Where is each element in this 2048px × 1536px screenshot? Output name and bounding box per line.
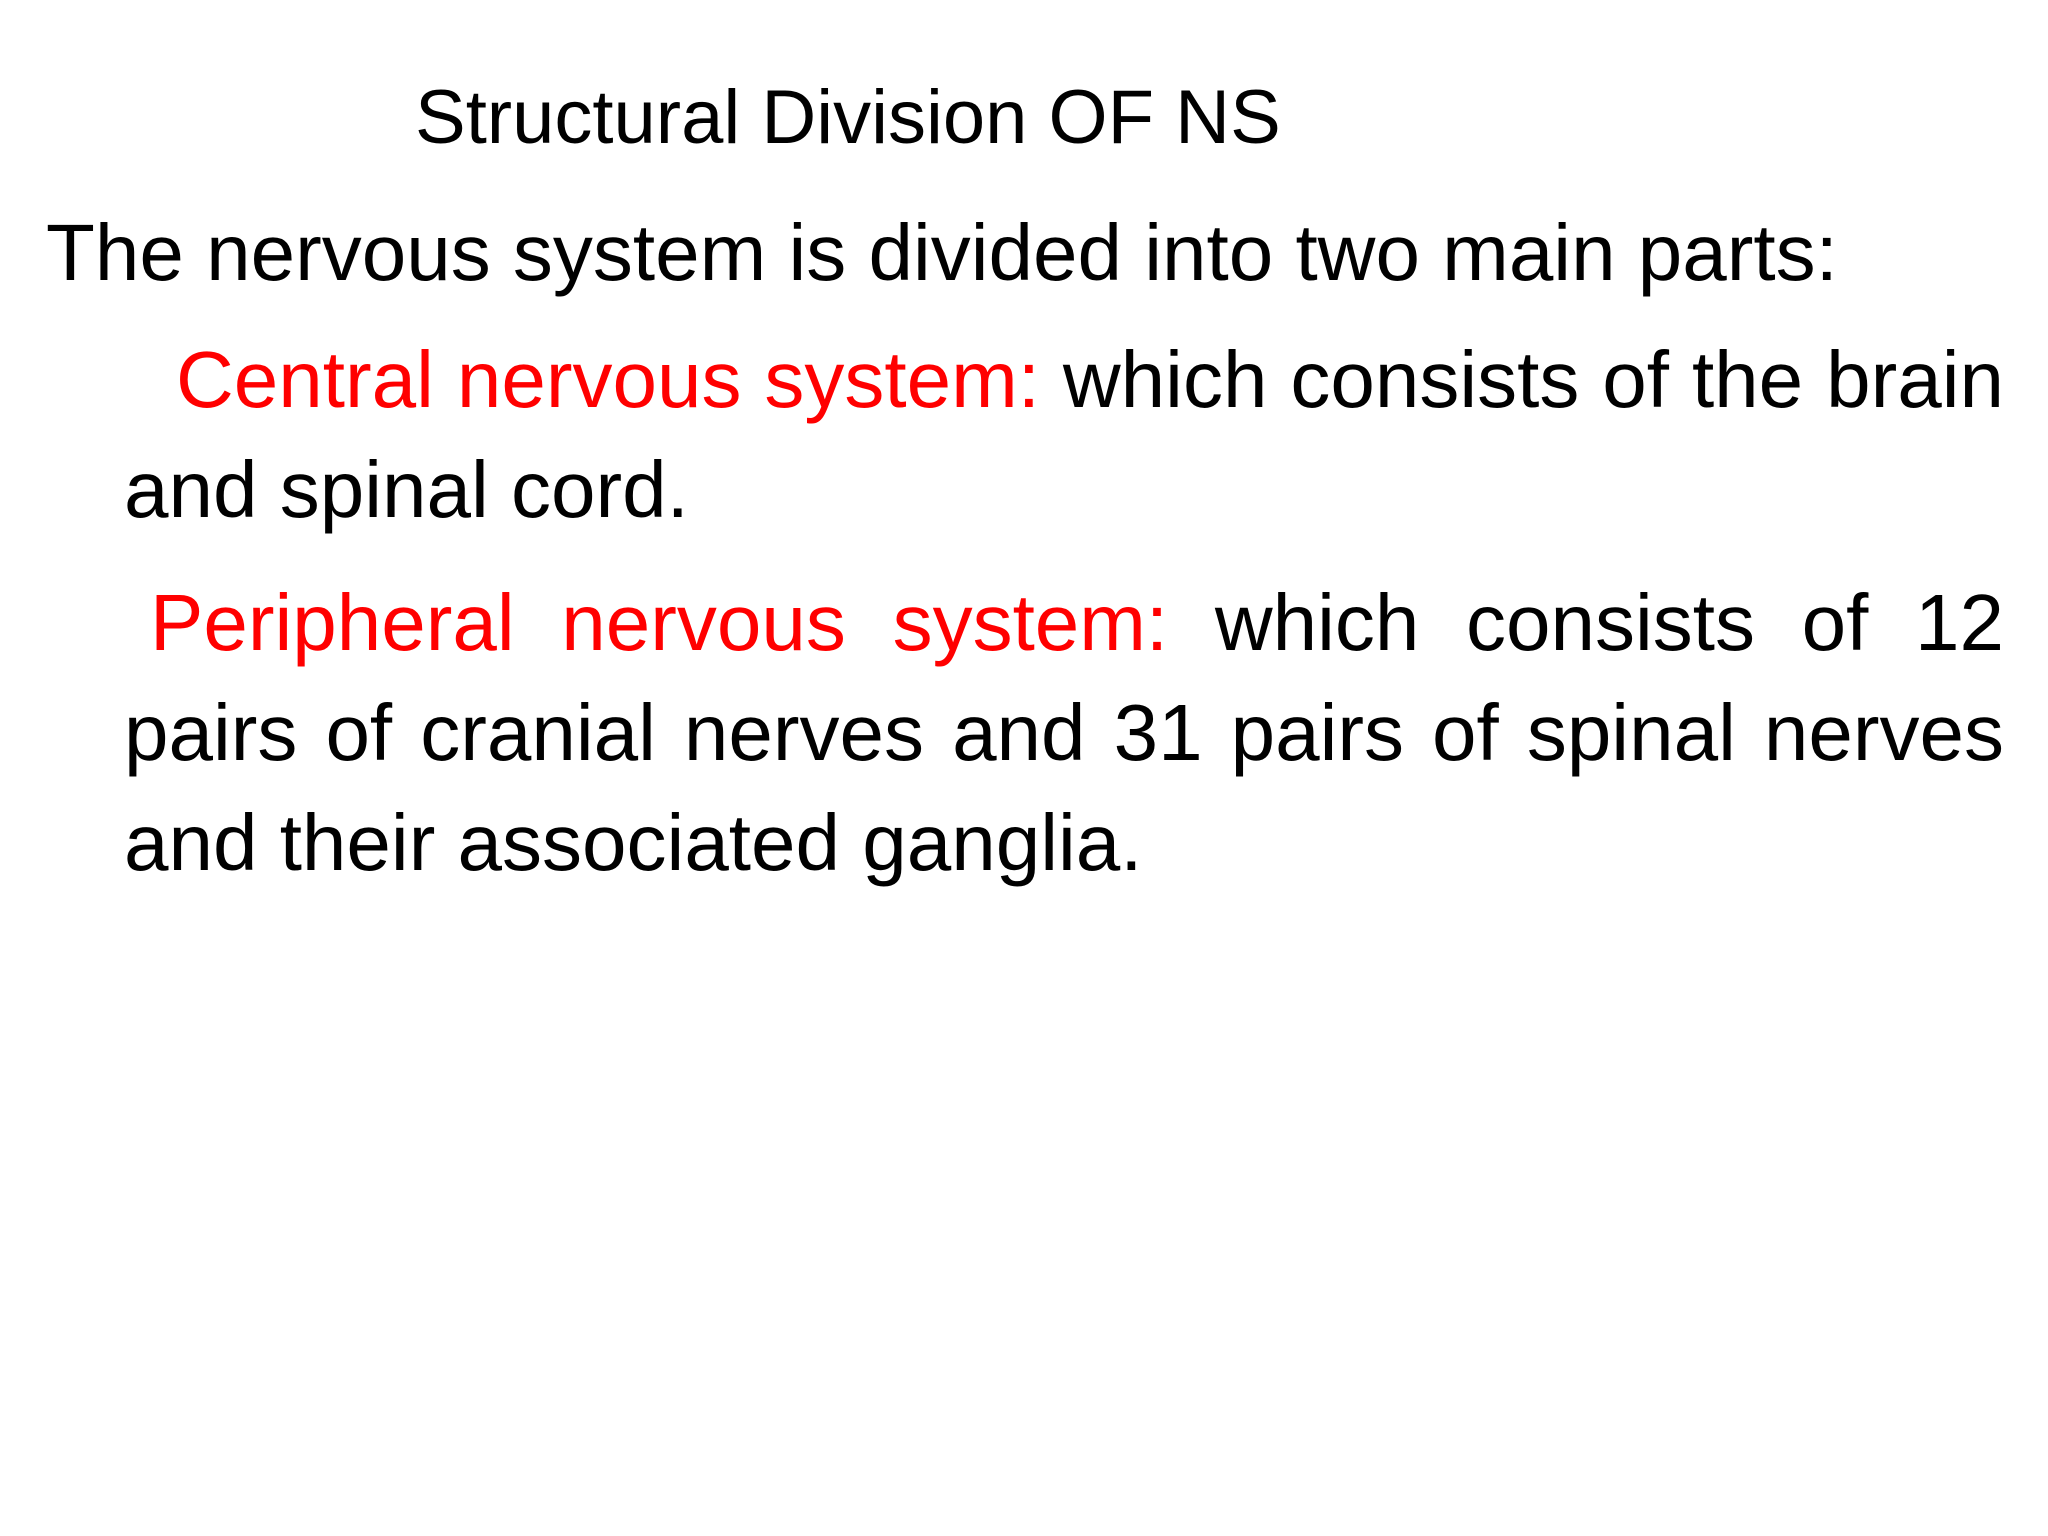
description-central-nervous-system: which consists of the brain and spinal c… (124, 335, 2004, 534)
term-central-nervous-system: Central nervous system: (176, 335, 1040, 424)
intro-text: The nervous system is divided into two m… (46, 208, 1838, 297)
description-peripheral-nervous-system: which consists of 12 pairs of cranial ne… (124, 578, 2004, 887)
slide-title: Structural Division OF NS (415, 75, 1281, 160)
point-peripheral-nervous-system: Peripheral nervous system: which consist… (124, 568, 2004, 898)
term-peripheral-nervous-system: Peripheral nervous system: (150, 578, 1169, 667)
point-central-nervous-system: Central nervous system: which consists o… (124, 325, 2004, 545)
